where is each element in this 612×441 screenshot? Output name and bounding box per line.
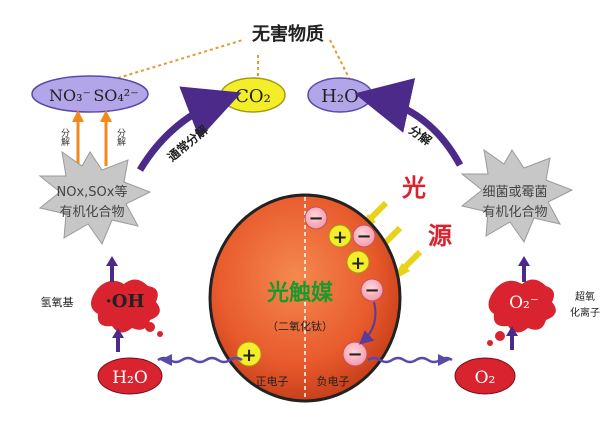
superoxide-splash: O₂⁻ 超氧 化离子: [487, 279, 600, 346]
wave-right-head: [438, 354, 450, 366]
hydroxyl-label: ·OH: [106, 291, 145, 312]
superoxide-label: O₂⁻: [509, 293, 539, 313]
charge-plus-1: +: [328, 224, 352, 248]
bacteria-star: 细菌或霉菌 有机化合物: [460, 148, 574, 244]
oxygen-label: O₂: [475, 368, 496, 388]
left-up-arrows: [106, 256, 124, 352]
pollutant-line2: 有机化合物: [59, 205, 124, 220]
catalyst-name: 光触媒: [266, 280, 334, 306]
svg-text:+: +: [350, 253, 365, 274]
svg-text:−: −: [308, 208, 323, 229]
decompose-small-arrows: 分解 分解: [59, 110, 126, 166]
charge-minus-3: −: [360, 278, 384, 302]
svg-text:−: −: [356, 226, 371, 247]
superoxide-name-1: 超氧: [575, 290, 595, 303]
charge-minus-1: −: [304, 206, 328, 230]
charge-minus-2: −: [352, 224, 376, 248]
superoxide-name-2: 化离子: [570, 306, 600, 319]
right-up-arrows: [506, 256, 530, 350]
electron-path: [359, 301, 377, 345]
charges: − + − + − + −: [236, 206, 384, 367]
co2-label: CO₂: [235, 86, 271, 107]
catalyst-sub: （二氧化钛）: [267, 319, 333, 333]
water-oval: H₂O: [97, 357, 163, 395]
nitrate-sulfate-oval: NO₃⁻ SO₄²⁻: [31, 75, 149, 113]
charge-plus-2: +: [346, 250, 370, 274]
general-decompose-arrow: [136, 86, 242, 172]
decompose-small-right: 分解: [115, 128, 126, 147]
pollutant-star: NOx,SOx等 有机化合物: [38, 150, 152, 246]
hydroxyl-splash: ·OH 氢氧基: [41, 279, 163, 337]
svg-text:+: +: [241, 345, 256, 366]
light-label-1: 光: [401, 173, 426, 202]
harmless-label: 无害物质: [252, 23, 324, 45]
h2o-oval: H₂O: [307, 77, 373, 113]
negative-label: 负电子: [317, 374, 350, 388]
pollutant-line1: NOx,SOx等: [57, 184, 128, 200]
charge-positive-main: +: [236, 341, 262, 367]
h2o-label: H₂O: [321, 86, 359, 107]
right-decompose-arrow: [354, 78, 464, 167]
harmless-dotted-lines: [117, 39, 351, 81]
wave-left-head: [160, 354, 172, 366]
water-label: H₂O: [112, 368, 148, 388]
sulfate-label: SO₄²⁻: [93, 86, 138, 105]
bacteria-line2: 有机化合物: [482, 205, 547, 220]
light-label-2: 源: [428, 221, 452, 250]
decompose-small-left: 分解: [59, 128, 70, 147]
bacteria-line1: 细菌或霉菌: [482, 185, 547, 200]
oxygen-oval: O₂: [454, 357, 516, 395]
svg-text:−: −: [364, 280, 379, 301]
co2-oval: CO₂: [220, 77, 286, 113]
positive-label: 正电子: [256, 375, 289, 388]
svg-text:+: +: [332, 227, 347, 248]
hydroxyl-name: 氢氧基: [41, 295, 74, 309]
charge-negative-main: −: [342, 341, 368, 367]
svg-text:−: −: [347, 344, 362, 365]
nitrate-label: NO₃⁻: [49, 86, 91, 105]
